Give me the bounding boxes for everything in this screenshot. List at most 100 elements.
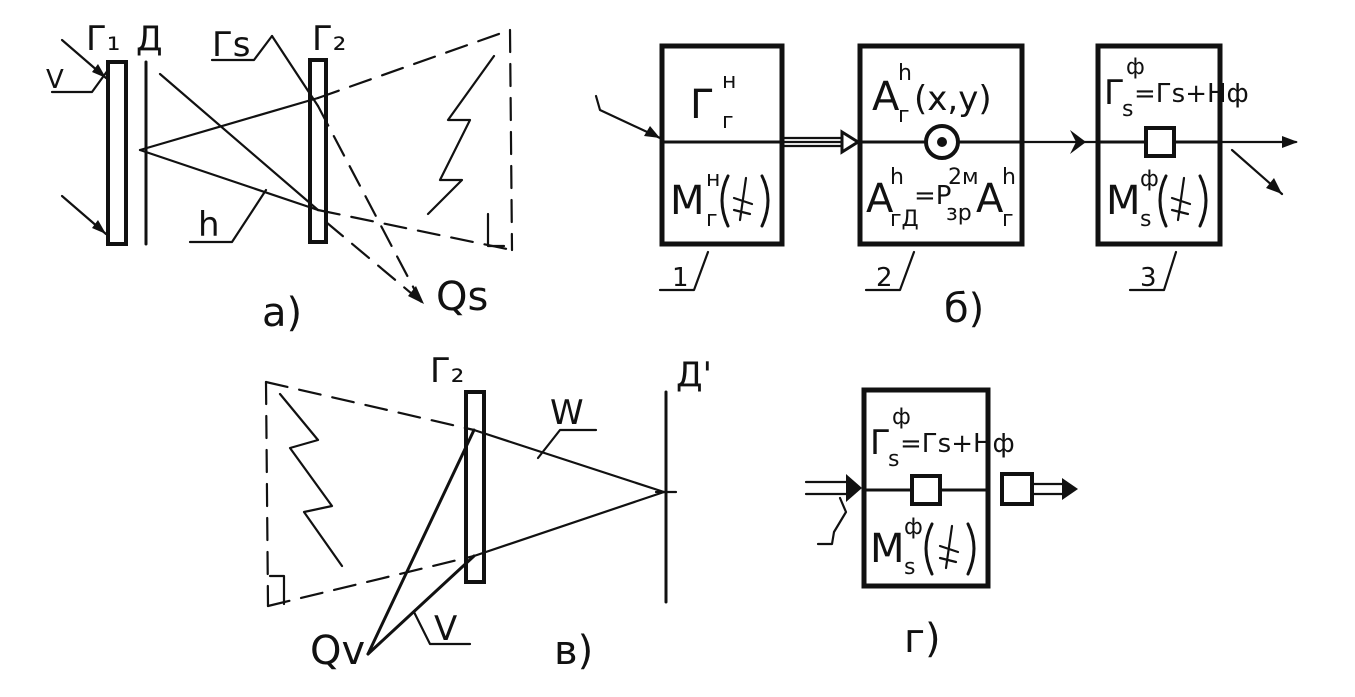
block-2-bottom-mid: =P (914, 181, 951, 211)
panel-v-label-detector-prime: Д' (676, 355, 712, 395)
panel-g-filter-square (910, 474, 942, 506)
panel-a-ray-2 (138, 148, 320, 212)
panel-g-freq-glyph (938, 524, 960, 570)
panel-v-leader-v (412, 610, 472, 646)
panel-a-dash-qs-2 (324, 220, 426, 306)
panel-g-top-tail: =Гs+Hф (900, 429, 1015, 459)
panel-b-output-branch-arrowhead (1266, 178, 1282, 194)
panel-g-top-sub: s (888, 447, 899, 472)
panel-v-label-grating-2: Г₂ (430, 351, 464, 391)
panel-a-label-grating-1: Г₁ (86, 19, 120, 59)
panel-v-dash-bottom (266, 554, 476, 608)
block-2-summation-dot (937, 137, 947, 147)
panel-a-zigzag (426, 54, 496, 216)
block-1-top-sup: н (722, 69, 736, 94)
panel-v-label-ray-v: V (434, 609, 457, 649)
block-3-top-sub: s (1122, 97, 1133, 122)
panel-b-caption: б) (944, 286, 984, 332)
panel-v-leader-w (536, 428, 598, 460)
panel-a-dash-right (508, 28, 514, 252)
panel-a-dash-qs-1 (316, 104, 422, 302)
panel-a-ray-3 (158, 72, 320, 212)
panel-a-grating-2 (308, 58, 328, 244)
panel-v-dash-left (264, 380, 270, 608)
panel-a-ray-4 (270, 34, 320, 108)
panel-a-caption: а) (262, 290, 302, 336)
panel-g-output-square (1000, 472, 1034, 506)
block-3-bottom-sup: ф (1140, 167, 1159, 192)
block-3-top-sup: ф (1126, 55, 1145, 80)
panel-g-paren-close (966, 522, 976, 576)
block-3-number-leader (1128, 250, 1178, 292)
block-2-bottom-sub: гД (890, 207, 919, 232)
panel-v-label-source-qv: Qv (310, 628, 365, 674)
panel-b-output-arrowhead (1282, 136, 1298, 148)
block-2-bottom-sup: h (890, 165, 904, 190)
panel-g-top-symbol: Г (870, 423, 891, 463)
panel-a-label-ray-h: h (198, 205, 220, 245)
panel-a-input-arrowhead-bottom (92, 220, 106, 234)
panel-a-leader-h (188, 188, 268, 244)
panel-b: Г н г M н г 1 A h г (x,y) A h (594, 43, 1298, 332)
panel-a-leader-rs (210, 34, 274, 62)
panel-a-label-wave-rs: Гs (212, 25, 250, 65)
block-1-top-symbol: Г (690, 82, 714, 128)
panel-a-ray-1 (138, 96, 320, 152)
block-1-bottom-sup: н (706, 167, 720, 192)
panel-a-qs-arrowhead (408, 286, 424, 304)
block-2-bottom-tail-sup: h (1002, 165, 1016, 190)
panel-g-input-arrowhead (846, 474, 862, 502)
block-3-bottom-symbol: M (1106, 178, 1141, 224)
panel-v-corner-bracket (268, 574, 286, 606)
panel-b-input-arrowhead (644, 126, 660, 138)
panel-a-label-ray-v: V (46, 65, 64, 95)
panel-a-label-grating-2: Г₂ (312, 19, 346, 59)
block-3-paren-open (1158, 174, 1168, 228)
block-2-bottom-mid-sub: зр (946, 201, 972, 226)
panel-a-grating-1 (106, 60, 128, 246)
panel-b-input-line (594, 94, 662, 140)
block-3-paren-close (1198, 174, 1208, 228)
panel-g-paren-open (924, 522, 934, 576)
panel-v: Г₂ Д' W V Qv в) (264, 351, 712, 674)
block-1-bottom-sub: г (706, 207, 718, 232)
block-1-paren-close (760, 174, 770, 228)
block-3-freq-glyph (1170, 176, 1192, 222)
panel-a: Г₁ Д Гs Г₂ V h Qs а) (46, 19, 514, 336)
block-2-number: 2 (876, 263, 893, 293)
block-1-paren-open (720, 174, 730, 228)
panel-a-label-detector: Д (136, 19, 163, 59)
panel-v-label-wave-w: W (550, 393, 584, 433)
panel-a-input-arrowhead-top (92, 64, 106, 78)
block-1-freq-glyph (732, 176, 754, 222)
block-2-top-symbol: A (872, 74, 900, 120)
panel-g-caption: г) (904, 616, 941, 662)
block-2-number-leader (864, 250, 916, 292)
block-2-top-sup: h (898, 61, 912, 86)
panel-v-dash-top (264, 380, 476, 432)
panel-a-corner-bracket (486, 212, 506, 248)
panel-a-dash-bottom (316, 208, 514, 252)
block-3-top-symbol: Г (1104, 73, 1125, 113)
panel-g-top-sup: ф (892, 405, 911, 430)
panel-b-block-2: A h г (x,y) A h гД =P 2м зр A h г 2 (857, 43, 1025, 293)
block-3-bottom-sub: s (1140, 207, 1151, 232)
panel-g-input-crank (816, 496, 848, 546)
panel-g: Г ф s =Гs+Hф M ф s г) (804, 387, 1078, 662)
panel-v-source-ray-1 (366, 428, 476, 656)
block-2-bottom-mid-sup: 2м (948, 165, 979, 190)
block-1-bottom-symbol: M (670, 178, 705, 224)
block-2-bottom-tail-sub: г (1002, 207, 1014, 232)
panel-v-ray-top (472, 428, 666, 494)
panel-a-leader-v (50, 68, 110, 94)
panel-g-bottom-symbol: M (870, 526, 905, 572)
panel-g-output-arrowhead (1062, 478, 1078, 500)
block-1-number-leader (658, 250, 710, 292)
block-2-top-sub: г (898, 103, 910, 128)
panel-v-ray-bottom (472, 490, 666, 558)
panel-g-bottom-sub: s (904, 555, 915, 580)
panel-v-caption: в) (554, 628, 593, 674)
block-1-number: 1 (672, 263, 689, 293)
panel-v-source-ray-2 (366, 554, 476, 656)
